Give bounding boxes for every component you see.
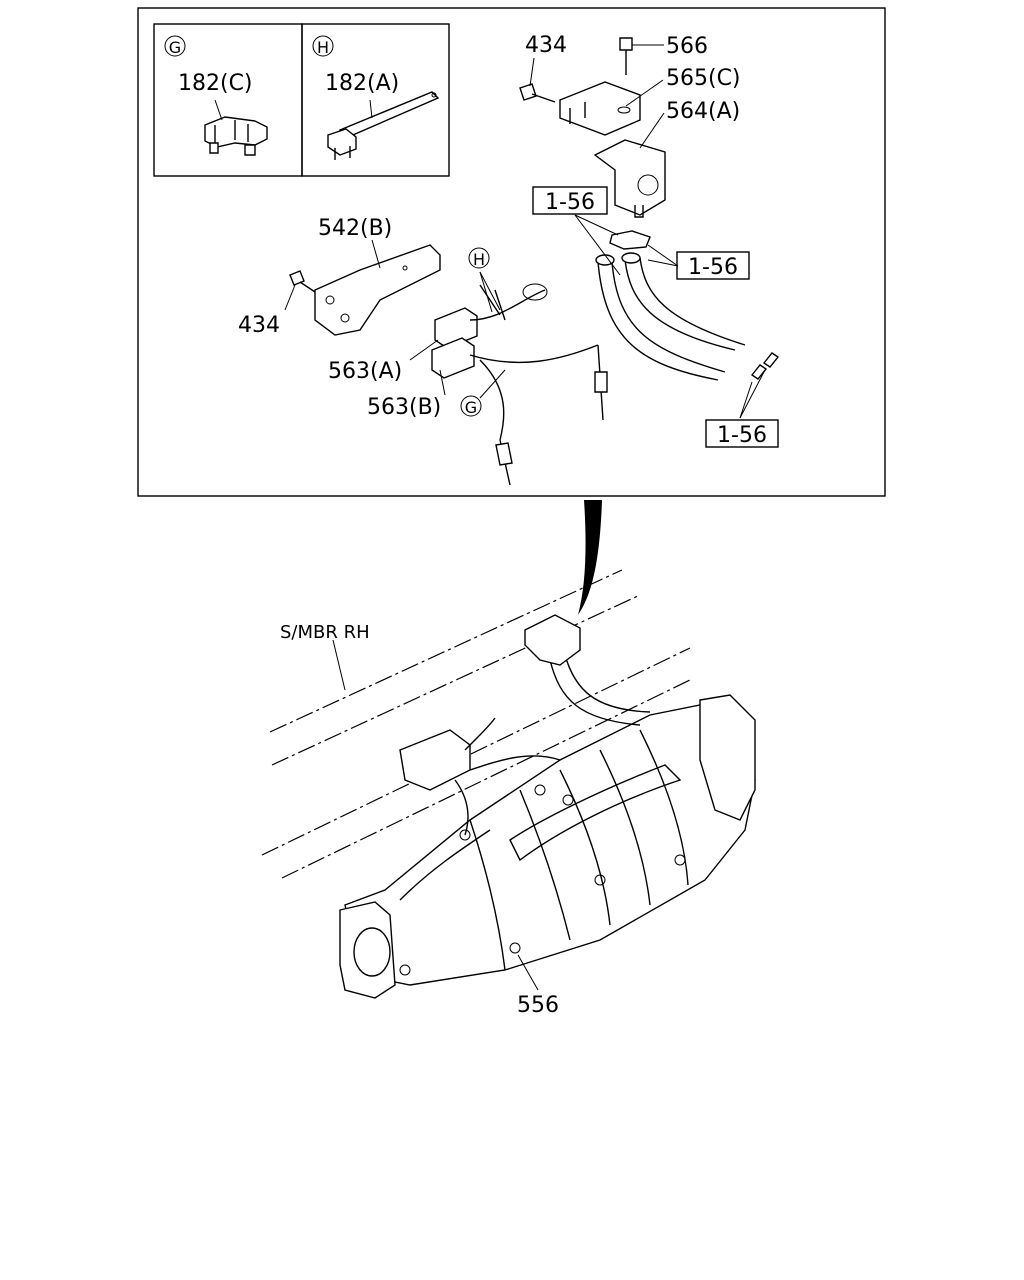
ref-label-3: 1-56 [717,423,767,448]
clip-h-drawing [327,91,440,160]
detail-frame [137,7,886,497]
clip-g-drawing [204,99,268,156]
label-bracket-upper: 565(C) [666,66,741,91]
ref-box-1 [532,186,608,215]
detail-g-letter: G [169,38,181,57]
upper-sensor-assembly [519,37,666,218]
mid-bracket-assembly [284,239,608,486]
detail-box-h [301,23,450,177]
label-bolt-top: 566 [666,34,708,59]
label-sensor-a: 563(A) [328,359,402,384]
label-frame: S/MBR RH [280,622,370,643]
label-converter: 556 [517,993,559,1018]
label-clip-h: H [473,250,485,269]
label-bolt-mid: 434 [238,313,280,338]
label-bolt-upper: 434 [525,33,567,58]
label-bracket-mid: 542(B) [318,216,392,241]
detail-h-letter: H [317,38,329,57]
circle-h-marker [312,35,334,57]
detail-h-part-label: 182(A) [325,71,399,96]
frame-rail [261,569,691,879]
ref-label-2: 1-56 [688,255,738,280]
circle-g-callout [460,395,482,417]
label-sensor-upper: 564(A) [666,99,740,124]
circle-h-callout [468,247,490,269]
label-sensor-b: 563(B) [367,395,441,420]
ref-box-2 [676,251,750,280]
converter-body [339,614,756,999]
ref-box-3 [705,419,779,448]
upper-hoses [574,214,780,419]
circle-g-marker [164,35,186,57]
label-clip-g: G [465,398,477,417]
ref-label-1: 1-56 [545,190,595,215]
detail-g-part-label: 182(C) [178,71,253,96]
pointer-arrow [578,500,602,615]
